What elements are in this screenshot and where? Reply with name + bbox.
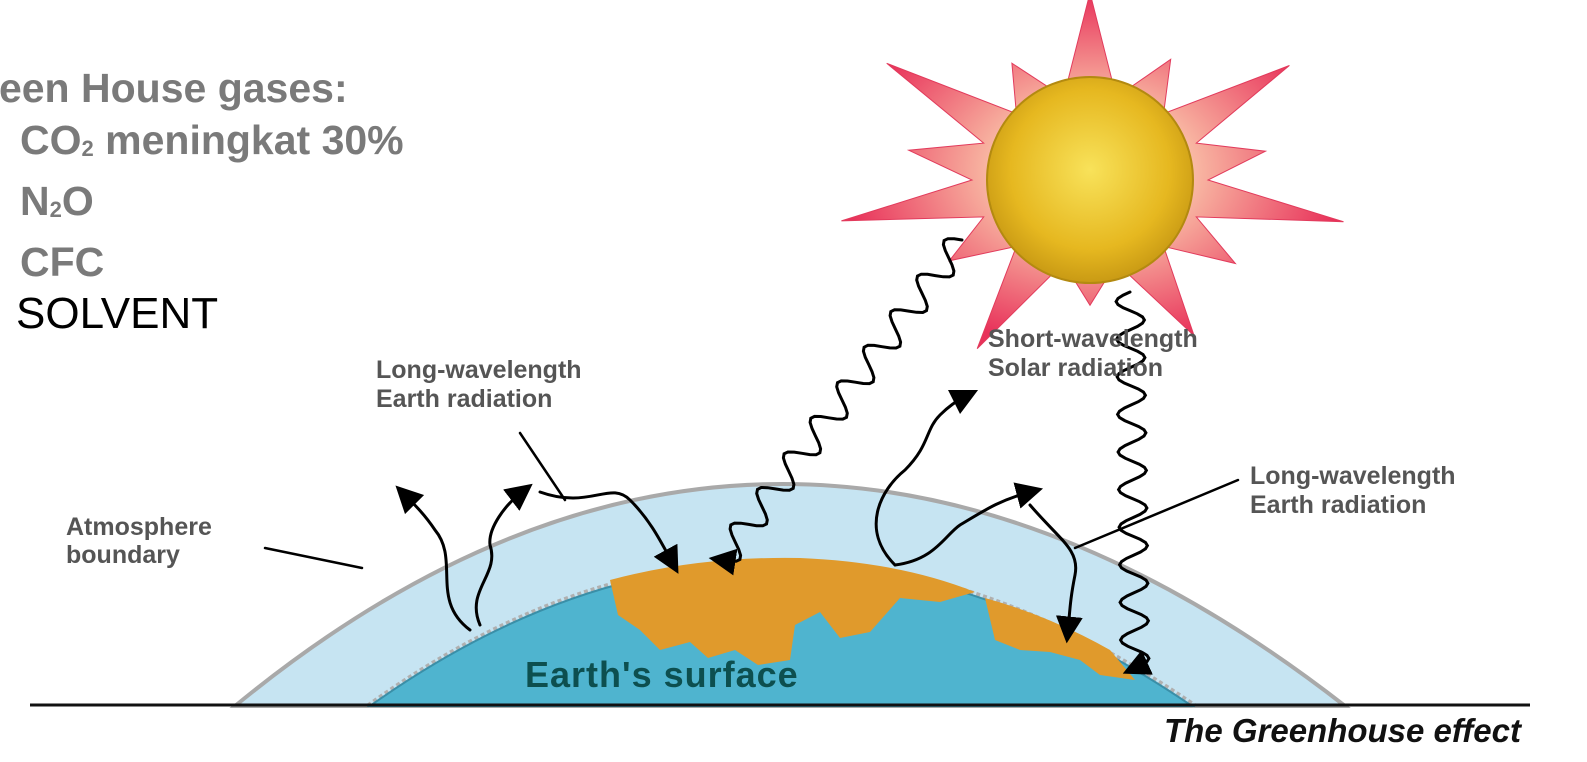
gas-item-solvent: SOLVENT bbox=[16, 289, 219, 338]
solar-radiation-wave-right bbox=[1114, 290, 1153, 675]
earth-surface-label: Earth's surface bbox=[525, 654, 799, 695]
sun-icon bbox=[841, 0, 1344, 350]
greenhouse-gas-list: reen House gases: CO2 meningkat 30% N2O … bbox=[0, 62, 404, 340]
label-long-wave-right-line2: Earth radiation bbox=[1250, 491, 1426, 519]
label-atmosphere-line2: boundary bbox=[66, 541, 180, 569]
earth-radiation-reflected-mid bbox=[893, 482, 1044, 567]
gas-item-co2: CO2 meningkat 30% bbox=[20, 117, 404, 163]
label-atmosphere-line1: Atmosphere bbox=[66, 513, 212, 541]
label-long-wave-left-line1: Long-wavelength bbox=[376, 356, 582, 384]
earth-radiation-back-left bbox=[538, 490, 679, 574]
label-long-wave-right-line1: Long-wavelength bbox=[1250, 462, 1456, 490]
solar-radiation-wave-left bbox=[708, 237, 964, 576]
label-short-wave-line2: Solar radiation bbox=[988, 354, 1163, 382]
label-short-wave-line1: Short-wavelength bbox=[988, 325, 1198, 353]
gas-item-n2o: N2O bbox=[20, 178, 94, 224]
earth-radiation-back-right bbox=[1028, 503, 1083, 644]
label-long-wave-left-line2: Earth radiation bbox=[376, 385, 552, 413]
gas-list-heading: reen House gases: bbox=[0, 65, 348, 111]
pointer-atmosphere bbox=[263, 546, 364, 570]
earth-radiation-escape-mid bbox=[874, 389, 979, 567]
earth-radiation-escape-left bbox=[395, 485, 472, 632]
gas-item-cfc: CFC bbox=[20, 239, 105, 285]
diagram-caption: The Greenhouse effect bbox=[1164, 712, 1521, 749]
pointer-long-wave-left bbox=[518, 431, 567, 502]
pointer-long-wave-right bbox=[1073, 478, 1240, 550]
earth-radiation-reflected-left bbox=[474, 483, 533, 627]
land-mass-left bbox=[610, 557, 975, 665]
